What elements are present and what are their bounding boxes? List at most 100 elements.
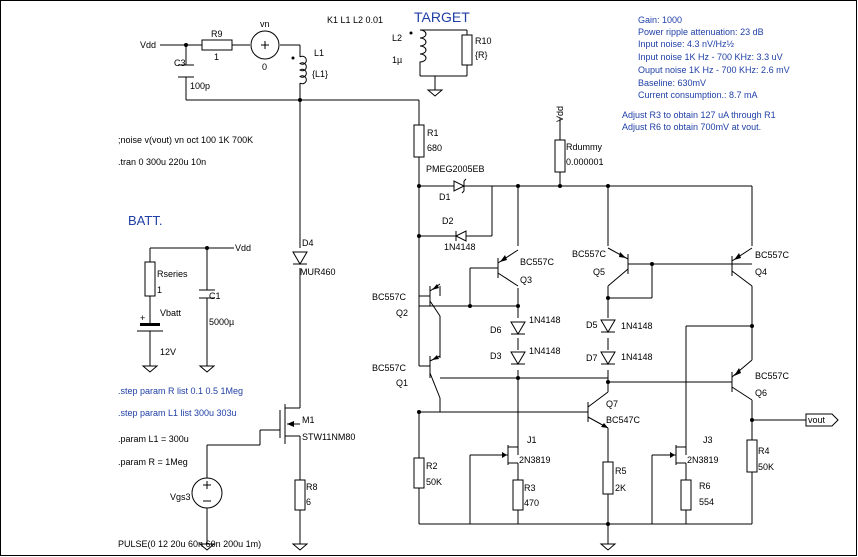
- q1-name: Q1: [396, 378, 408, 388]
- rseries-value: 1: [157, 285, 162, 295]
- resistor-rseries: Rseries 1: [144, 261, 188, 297]
- capacitor-c3: C3 100p: [174, 58, 210, 91]
- l1-value: {L1}: [312, 69, 328, 79]
- spec-line: Current consumption.: 8.7 mA: [638, 90, 758, 100]
- q3-name: Q3: [520, 275, 532, 285]
- d7-value: 1N4148: [621, 352, 653, 362]
- q6-value: BC557C: [755, 371, 790, 381]
- transistor-q1: BC557C Q1: [372, 306, 441, 399]
- param-r-directive: .param R = 1Meg: [118, 457, 188, 467]
- r2-value: 50K: [426, 477, 442, 487]
- voltage-source-vgs3: Vgs3: [170, 477, 223, 509]
- d6-name: D6: [490, 325, 502, 335]
- wires: [149, 29, 806, 538]
- q3-value: BC557C: [520, 257, 555, 267]
- jfet-j3: J3 2N3819: [668, 435, 719, 470]
- q7-name: Q7: [606, 399, 618, 409]
- m1-value: STW11NM80: [302, 432, 355, 442]
- diode-d5: D5 1N4148: [586, 319, 653, 333]
- vdd-label-rdummy: Vdd: [555, 106, 565, 122]
- r9-name: R9: [211, 29, 223, 39]
- vbatt-name: Vbatt: [160, 308, 182, 318]
- spec-block: Gain: 1000 Power ripple attenuation: 23 …: [638, 15, 790, 100]
- vdd-label-batt: Vdd: [235, 243, 251, 253]
- battery-plus: +: [140, 313, 145, 323]
- d5-value: 1N4148: [621, 321, 653, 331]
- l2-name: L2: [392, 33, 402, 43]
- adjust-note: Adjust R3 to obtain 127 uA through R1: [622, 110, 776, 120]
- inductor-l1: L1 {L1}: [291, 48, 328, 85]
- r8-name: R8: [306, 482, 318, 492]
- batt-title: BATT.: [128, 213, 162, 228]
- spec-line: Input noise 1K Hz - 700 KHz: 3.3 uV: [638, 52, 783, 62]
- d2-name: D2: [442, 216, 454, 226]
- diode-d4: D4 MUR460: [292, 238, 336, 277]
- r3-name: R3: [524, 483, 536, 493]
- q4-name: Q4: [755, 267, 767, 277]
- r10-value: {R}: [475, 50, 488, 60]
- vn-value: 0: [262, 62, 267, 72]
- vdd-net-flag-top: Vdd: [140, 40, 156, 50]
- r6-name: R6: [699, 481, 711, 491]
- q4-value: BC557C: [755, 250, 790, 260]
- l2-value: 1µ: [392, 55, 402, 65]
- r8-value: 6: [306, 497, 311, 507]
- d3-name: D3: [490, 351, 502, 361]
- q1-value: BC557C: [372, 363, 407, 373]
- r4-value: 50K: [758, 462, 774, 472]
- adjust-notes: Adjust R3 to obtain 127 uA through R1 Ad…: [622, 110, 776, 132]
- q5-value: BC557C: [572, 249, 607, 259]
- m1-name: M1: [302, 415, 315, 425]
- q5-name: Q5: [593, 267, 605, 277]
- r5-name: R5: [615, 466, 627, 476]
- resistor-r8: R8 6: [294, 479, 318, 511]
- transistor-q7: Q7 BC547C: [587, 391, 641, 429]
- vdd-net-flag-rdummy: Vdd: [555, 106, 565, 128]
- c3-value: 100p: [190, 81, 210, 91]
- target-title: TARGET: [414, 9, 470, 25]
- step-l1-directive: .step param L1 list 300u 303u: [118, 408, 237, 418]
- rseries-name: Rseries: [157, 269, 188, 279]
- r3-value: 470: [524, 498, 539, 508]
- resistor-r3: R3 470: [512, 479, 539, 511]
- transistor-q5: BC557C Q5: [572, 247, 629, 287]
- diode-d3: D3 1N4148: [490, 346, 561, 365]
- voltage-source-vn: vn 0: [250, 19, 280, 72]
- l1-name: L1: [314, 48, 324, 58]
- coupling-directive: K1 L1 L2 0.01: [327, 15, 383, 25]
- spec-line: Power ripple attenuation: 23 dB: [638, 27, 764, 37]
- jfet-j1: J1 2N3819: [498, 435, 551, 470]
- r1-value: 680: [427, 143, 442, 153]
- resistor-r4: R4 50K: [746, 439, 774, 473]
- transistor-q3: BC557C Q3: [497, 249, 555, 287]
- resistor-rdummy: Rdummy 0.000001: [554, 139, 604, 173]
- spec-line: Input noise: 4.3 nV/Hz½: [638, 39, 735, 49]
- q7-value: BC547C: [606, 415, 641, 425]
- q6-name: Q6: [755, 388, 767, 398]
- d7-name: D7: [586, 353, 598, 363]
- d4-name: D4: [302, 238, 314, 248]
- vdd-label-top: Vdd: [140, 40, 156, 50]
- step-r-directive: .step param R list 0.1 0.5 1Meg: [118, 386, 243, 396]
- d4-value: MUR460: [300, 267, 336, 277]
- resistor-r2: R2 50K: [413, 457, 442, 489]
- resistor-r5: R5 2K: [602, 461, 627, 495]
- diode-d1: PMEG2005EB D1: [426, 164, 485, 202]
- c1-value: 5000µ: [209, 317, 234, 327]
- d3-value: 1N4148: [529, 346, 561, 356]
- resistor-r6: R6 554: [680, 479, 714, 511]
- vout-net-flag: vout: [805, 413, 839, 427]
- j3-name: J3: [703, 435, 713, 445]
- transistor-q4: BC557C Q4: [731, 247, 790, 287]
- q2-value: BC557C: [372, 292, 407, 302]
- transistor-q6: BC557C Q6: [731, 359, 790, 401]
- rdummy-name: Rdummy: [566, 142, 603, 152]
- r4-name: R4: [758, 446, 770, 456]
- diode-d6: D6 1N4148: [490, 315, 561, 335]
- spec-line: Ouput noise 1K Hz - 700 KHz: 2.6 mV: [638, 65, 790, 75]
- vout-label: vout: [808, 415, 826, 425]
- r2-name: R2: [426, 461, 438, 471]
- j3-value: 2N3819: [687, 455, 719, 465]
- spec-line: Baseline: 630mV: [638, 78, 706, 88]
